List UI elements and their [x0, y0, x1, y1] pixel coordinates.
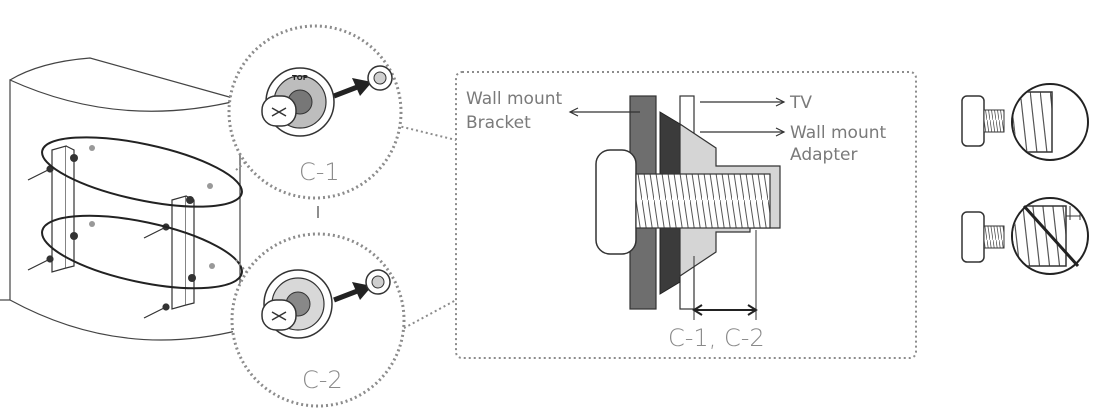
label-wall-mount-bracket-2: Bracket — [466, 113, 531, 133]
detail-circle-c2: C-2 — [230, 232, 406, 408]
cross-section-panel: Wall mount Bracket TV Wall mount Adapter… — [455, 71, 917, 359]
label-wall-mount-bracket-1: Wall mount — [466, 89, 562, 109]
screw-thread — [635, 173, 771, 229]
label-c1: C-1 — [299, 158, 340, 186]
top-marking: TOP — [292, 74, 308, 82]
label-c1-c2: C-1, C-2 — [668, 324, 765, 352]
correct-screw-icon — [961, 83, 1089, 161]
wall-screws — [27, 165, 170, 319]
label-wall-mount-adapter-1: Wall mount — [790, 123, 886, 143]
wall-bracket-right — [171, 195, 195, 310]
wall-bracket-left — [51, 145, 75, 273]
tv-mount-holes — [70, 145, 215, 282]
upper-hole-ellipse — [41, 136, 243, 208]
detail-circle-c1: TOP C-1 — [227, 24, 403, 200]
label-wall-mount-adapter-2: Adapter — [790, 145, 857, 165]
crossed-out-long-screw-icon — [961, 197, 1089, 275]
screw-head — [595, 149, 637, 255]
label-c2: C-2 — [302, 366, 343, 394]
lower-hole-ellipse — [41, 214, 243, 290]
label-tv: TV — [789, 93, 812, 113]
